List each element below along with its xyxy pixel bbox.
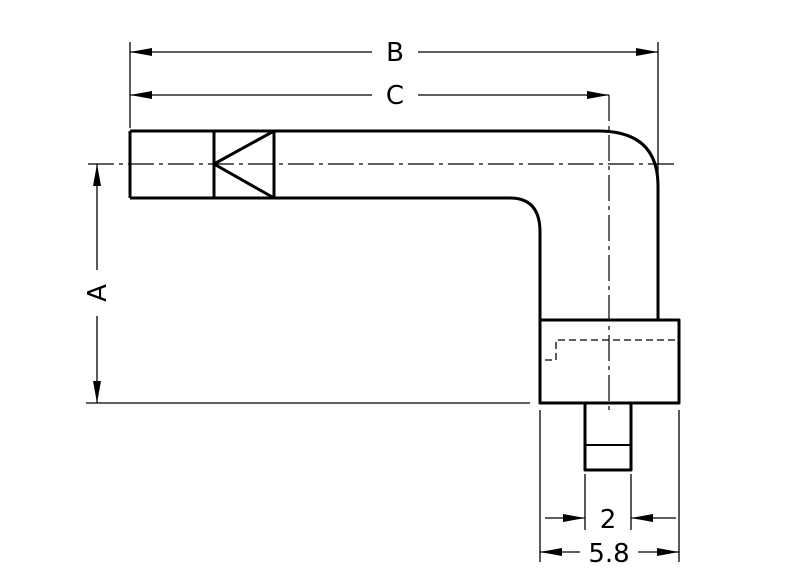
dimension-label-5-8: 5.8 <box>588 539 629 569</box>
head-block <box>538 318 681 405</box>
dimension-label-a: A <box>83 284 113 302</box>
arrow-2-left <box>563 514 585 522</box>
dimension-label-c: C <box>386 81 404 111</box>
arrow-a-top <box>93 164 101 186</box>
hidden-line-step <box>545 339 679 361</box>
pin-outline <box>583 403 633 472</box>
dimension-label-2: 2 <box>600 505 617 535</box>
arrow-b-left <box>130 48 152 56</box>
arrow-c-right <box>587 91 609 99</box>
arrow-5-8-left <box>540 548 562 556</box>
arrow-c-left <box>130 91 152 99</box>
arrow-2-right <box>631 514 653 522</box>
arrow-a-bottom <box>93 381 101 403</box>
arrow-b-right <box>636 48 658 56</box>
arrow-5-8-right <box>657 548 679 556</box>
triangle-symbol <box>212 129 275 200</box>
handle-outline <box>130 129 660 320</box>
dimension-label-b: B <box>386 38 404 68</box>
